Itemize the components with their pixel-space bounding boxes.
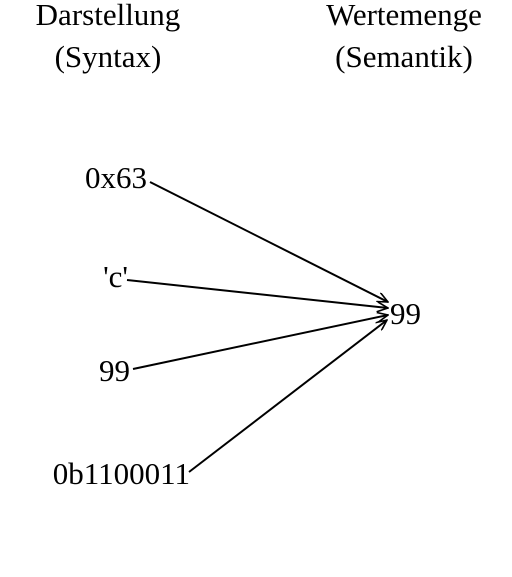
semantics-header-subtitle: (Semantik) — [335, 39, 473, 74]
binary-to-value-arrow — [188, 320, 387, 473]
syntax-column-header: Darstellung (Syntax) — [18, 0, 198, 78]
hex-to-value-arrow — [149, 181, 388, 303]
decimal-representation-label: 99 — [99, 353, 130, 388]
syntax-header-subtitle: (Syntax) — [54, 39, 162, 74]
char-to-value-arrow — [126, 279, 388, 308]
syntax-header-title: Darstellung — [35, 0, 181, 32]
binary-representation-label: 0b1100011 — [52, 456, 190, 491]
semantics-column-header: Wertemenge (Semantik) — [306, 0, 502, 78]
semantics-header-title: Wertemenge — [326, 0, 482, 32]
hex-representation-label: 0x63 — [85, 160, 147, 195]
char-representation-label: 'c' — [103, 259, 128, 294]
decimal-to-value-arrow — [132, 315, 388, 370]
semantic-value-label: 99 — [390, 296, 421, 331]
